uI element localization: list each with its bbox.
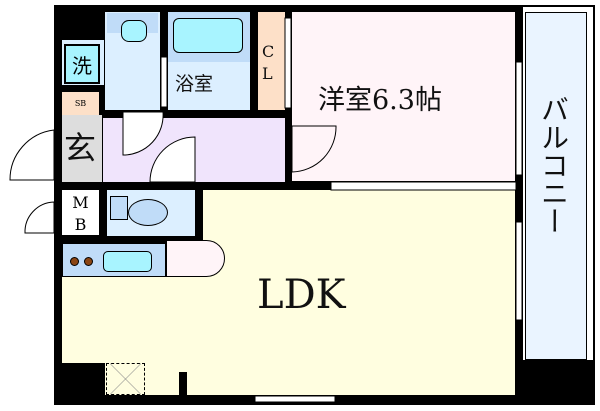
toilet-bowl <box>128 199 168 226</box>
shoebox: SB <box>62 92 99 115</box>
entrance-label: 玄 <box>64 129 97 167</box>
bath-door <box>160 56 168 108</box>
bathtub <box>173 18 243 53</box>
washroom-door <box>122 111 164 156</box>
toilet-door <box>149 136 196 183</box>
front-door <box>9 129 55 181</box>
western-room <box>292 12 515 181</box>
wall-stub <box>179 372 187 396</box>
ldk-label: LDK <box>257 272 346 318</box>
western-room-door <box>291 125 337 173</box>
corner-pillar <box>62 363 105 396</box>
kitchen-sink <box>103 251 152 272</box>
window-ldk <box>515 221 523 321</box>
shoebox-label: SB <box>74 99 87 108</box>
balcony-floor <box>525 12 587 360</box>
closet-label-c: C <box>262 42 275 61</box>
closet-door <box>284 17 292 109</box>
meter-box-door <box>24 201 55 234</box>
ldk-room <box>203 190 515 395</box>
washer-label: 洗 <box>72 53 92 78</box>
closet <box>258 12 285 110</box>
closet-label-l: L <box>262 64 273 83</box>
meter-box-label-b: B <box>74 215 87 234</box>
bathroom-label: 浴室 <box>175 73 214 95</box>
refrigerator-space <box>166 240 225 277</box>
window-bottom <box>254 395 336 403</box>
balcony-label: バルコニー <box>537 95 570 235</box>
window-western <box>515 61 523 176</box>
western-room-label: 洋室6.3帖 <box>318 85 442 116</box>
stove-burner-icon <box>84 257 93 266</box>
washer: 洗 <box>64 44 100 84</box>
meter-box: M B <box>62 190 99 235</box>
sliding-door <box>330 181 517 191</box>
entrance <box>62 115 102 182</box>
toilet-tank <box>110 196 128 220</box>
floor-hatch <box>106 363 145 395</box>
stove-burner-icon <box>70 257 79 266</box>
sink-bowl <box>121 20 147 42</box>
meter-box-label-m: M <box>72 193 89 212</box>
